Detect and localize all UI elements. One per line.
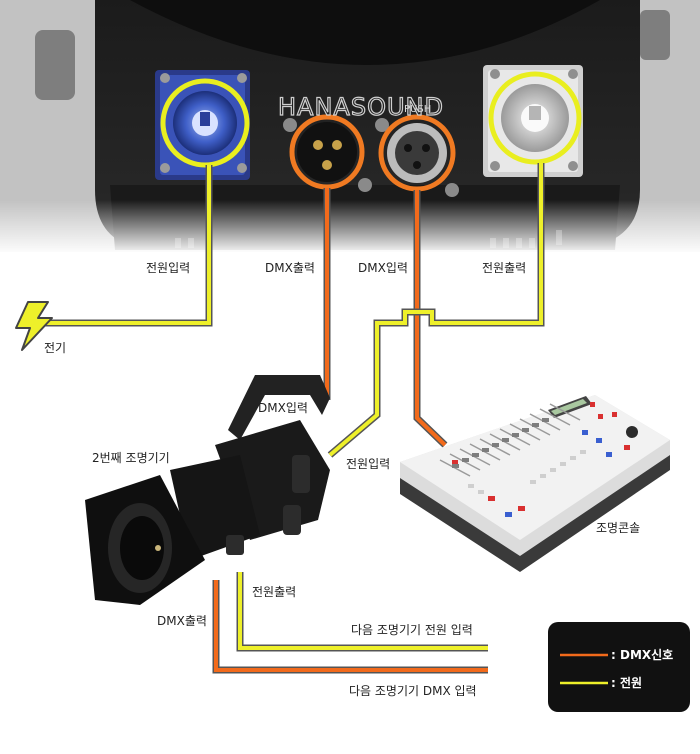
xlr-dmx-input-connector: PUSH [375,104,459,197]
label-next-power-in: 다음 조명기기 전원 입력 [351,623,473,637]
push-label: PUSH [404,104,431,115]
watermark: HANASOUND [278,93,444,121]
label-power-in: 전원입력 [146,261,190,275]
fixture-dmx-out-cable [212,580,488,674]
label-dmx-in: DMX입력 [358,261,408,275]
label-console: 조명콘솔 [596,521,640,535]
fixture-power-out-cable [236,572,488,652]
xlr-dmx-output-connector [283,114,372,192]
legend: : DMX신호 : 전원 [548,622,690,712]
label-fixture-power-in: 전원입력 [346,457,390,471]
label-power-out: 전원출력 [482,261,526,275]
power-cable-output [327,163,545,458]
power-cable-input [45,165,213,327]
legend-power: : 전원 [611,675,642,690]
label-fixture-dmx-in: DMX입력 [258,401,308,415]
label-dmx-out: DMX출력 [265,261,315,275]
label-next-dmx-in: 다음 조명기기 DMX 입력 [349,684,477,698]
stage-light-fixture [85,375,330,605]
label-fixture-dmx-out: DMX출력 [157,614,207,628]
dmx-cable-input [413,190,448,448]
powercon-output-connector [483,65,583,177]
legend-dmx-signal: : DMX신호 [611,647,673,662]
label-fixture-power-out: 전원출력 [252,585,296,599]
lighting-console [400,395,670,572]
lightning-icon [15,301,53,351]
powercon-input-connector [155,70,250,180]
label-second-fixture: 2번째 조명기기 [92,451,170,465]
label-electricity: 전기 [44,341,66,355]
